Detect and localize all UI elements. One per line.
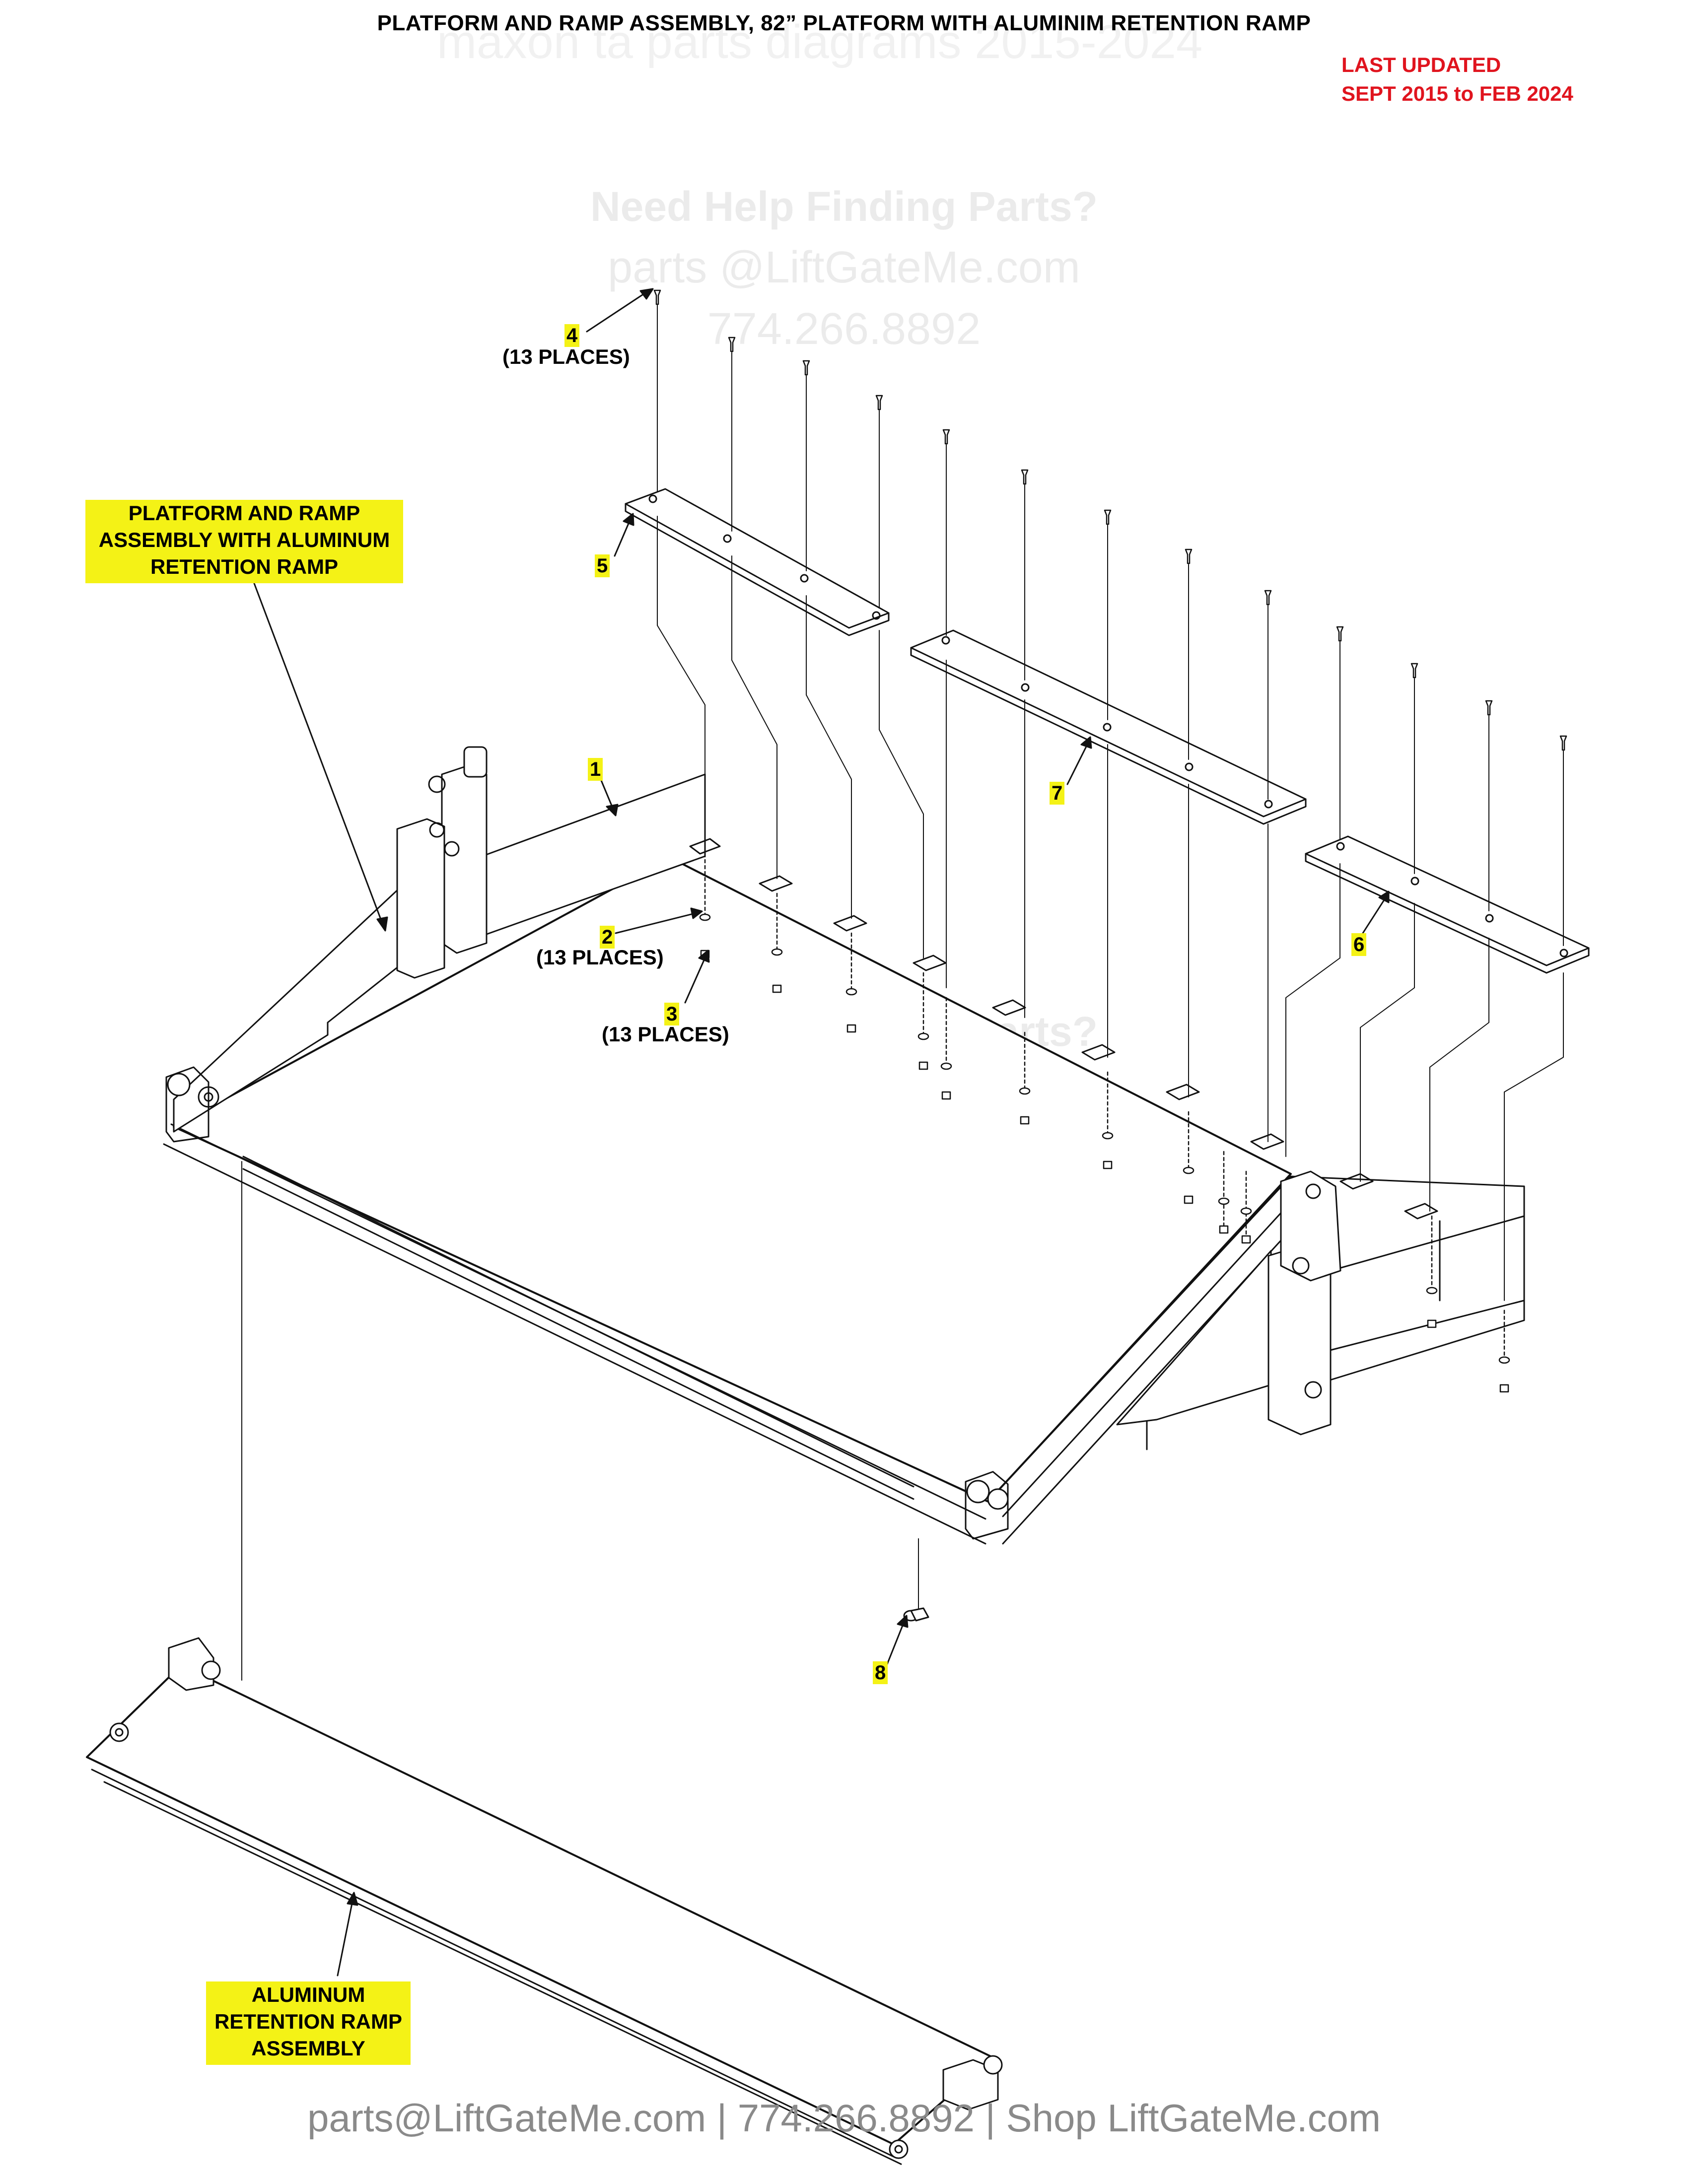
item-number-2: 2 [600,926,615,949]
item-4-quantity: (13 PLACES) [502,345,630,368]
item-number-1: 1 [588,758,603,781]
platform-right-edge [987,1175,1292,1502]
item-number-8: 8 [873,1661,888,1684]
screws-item4 [653,289,1567,751]
watermark-phone: 774.266.8892 [707,304,981,354]
item-number-6: 6 [1351,933,1367,956]
callout-platform-assembly: PLATFORM AND RAMP ASSEMBLY WITH ALUMINUM… [85,500,403,583]
item-number-4: 4 [564,324,580,347]
item-number-3: 3 [664,1003,680,1025]
hinge-plate-item5 [625,488,890,629]
bushing-item8 [903,1607,929,1622]
platform-right-flange [1002,1190,1302,1517]
watermark-headline: Need Help Finding Parts? [590,183,1098,230]
item-3-quantity: (13 PLACES) [602,1023,729,1046]
aluminum-ramp-plate [86,1664,994,2145]
last-updated-range: SEPT 2015 to FEB 2024 [1341,82,1573,105]
watermark-faint-top: maxon ta parts diagrams 2015-2024 [437,15,1203,68]
page-title: PLATFORM AND RAMP ASSEMBLY, 82” PLATFORM… [377,11,1311,35]
left-upright-rear [441,763,488,954]
platform-front-edge-lower [163,1143,986,1545]
left-upright-front [396,818,445,979]
callout-leaders [252,288,1390,1977]
watermark-email: parts @LiftGateMe.com [608,243,1080,292]
ramp-left-hinge [168,1637,214,1691]
right-upright-rear [1280,1170,1341,1282]
last-updated-label: LAST UPDATED [1341,53,1501,76]
screw-leader-lines [657,305,1564,946]
right-hinge-knuckle [966,1480,990,1503]
plate-to-frame-leaders [657,516,1564,1301]
hinge-plate-item6 [1305,835,1590,966]
item-number-5: 5 [595,554,610,577]
footer-contact: parts@LiftGateMe.com | 774.266.8892 | Sh… [307,2096,1381,2140]
ramp-right-hinge [942,2059,999,2111]
callout-ramp-assembly: ALUMINUM RETENTION RAMP ASSEMBLY [206,1981,411,2065]
ramp-hinge-rod [242,1156,914,1488]
plate-holes [648,494,1568,957]
last-updated-note: LAST UPDATED SEPT 2015 to FEB 2024 [1341,51,1573,108]
item-number-7: 7 [1050,782,1065,805]
item-2-quantity: (13 PLACES) [536,946,664,969]
left-hinge-knuckle [167,1073,191,1096]
ramp-hinge-rod-2 [242,1168,914,1500]
